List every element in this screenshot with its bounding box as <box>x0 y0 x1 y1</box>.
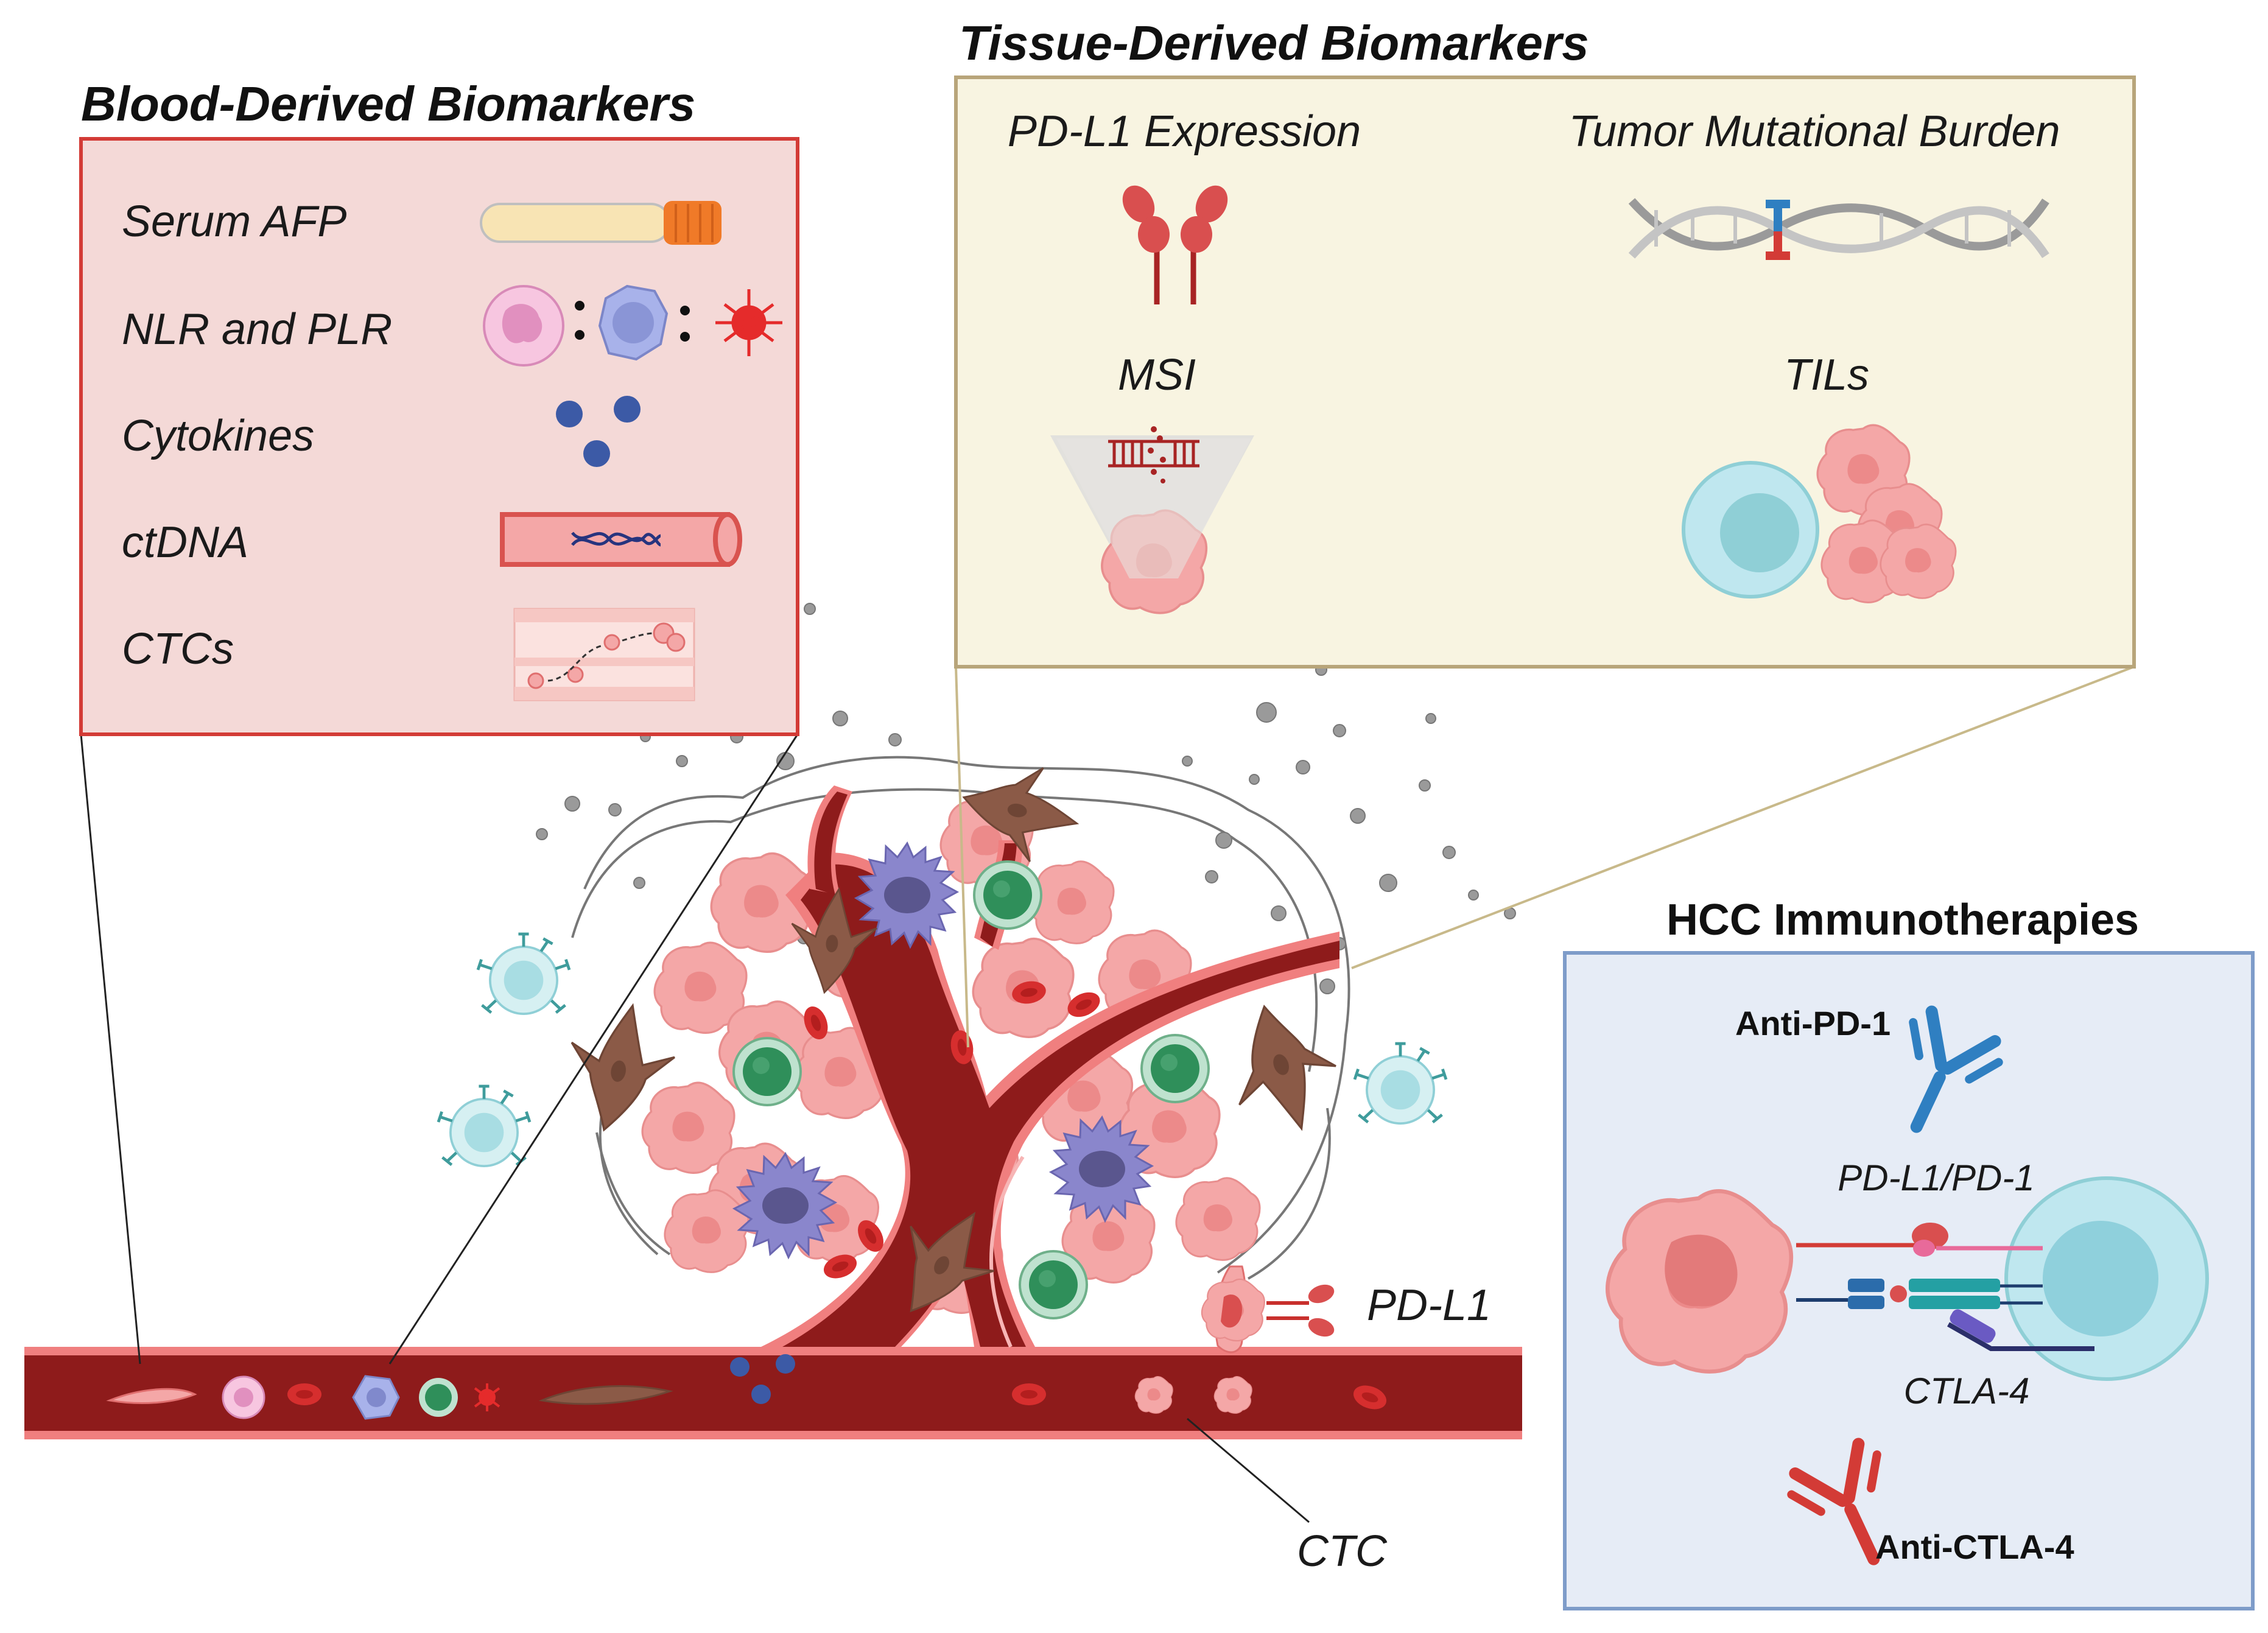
tissue-derived-panel: Tissue-Derived Biomarkers PD-L1 Expressi… <box>954 16 2136 669</box>
test-tube-icon <box>480 201 721 245</box>
tissue-item-tmb: Tumor Mutational Burden <box>1568 107 2060 156</box>
cytokines-icon <box>556 396 641 467</box>
tissue-item-pdl1-expression: PD-L1 Expression <box>1008 107 1361 156</box>
nlr-plr-cells-icon <box>483 284 782 367</box>
pdl1-pd1-label: PD-L1/PD-1 <box>1838 1157 2034 1198</box>
tumor-microenvironment: PD-L1 CTC <box>24 603 1522 1576</box>
ctcs-vessel-icon <box>513 608 695 701</box>
tils-icon <box>1682 424 1957 603</box>
vessel-cells <box>106 1354 1252 1420</box>
tissue-item-tils: TILs <box>1784 351 1869 399</box>
anti-pd1-label: Anti-PD-1 <box>1735 1004 1891 1042</box>
anti-pd1-antibody-icon <box>1909 1005 2003 1133</box>
pdl1-receptor-icon <box>1122 185 1228 304</box>
blood-item-ctdna: ctDNA <box>122 518 248 567</box>
dna-mutation-icon <box>1628 198 2049 260</box>
blood-derived-panel: Blood-Derived Biomarkers Serum AFP NLR a… <box>79 77 799 736</box>
immunotherapy-panel: HCC Immunotherapies Anti-PD-1 PD-L1/PD-1 <box>1563 896 2255 1610</box>
blood-panel-title: Blood-Derived Biomarkers <box>81 77 695 131</box>
tumor-tcell-interaction-icon <box>1607 1176 2209 1381</box>
ctc-extravasating: PD-L1 <box>1201 1265 1491 1354</box>
msi-tissue-icon <box>1050 426 1254 614</box>
ctc-pointer-line <box>1187 1417 1310 1523</box>
ctc-scene-label: CTC <box>1297 1527 1388 1576</box>
pdl1-scene-label: PD-L1 <box>1367 1281 1491 1330</box>
ctdna-vessel-icon <box>500 512 742 567</box>
therapy-panel-title: HCC Immunotherapies <box>1666 896 2139 944</box>
blood-item-ctcs: CTCs <box>122 625 234 673</box>
blood-item-serum-afp: Serum AFP <box>122 197 346 246</box>
ctla4-label: CTLA-4 <box>1904 1371 2030 1411</box>
blood-item-nlr-plr: NLR and PLR <box>122 305 392 354</box>
callout-lines <box>80 665 2135 1364</box>
tissue-panel-title: Tissue-Derived Biomarkers <box>959 16 1589 70</box>
blood-vessel <box>24 785 1522 1439</box>
anti-ctla4-label: Anti-CTLA-4 <box>1875 1528 2074 1566</box>
tissue-item-msi: MSI <box>1118 351 1196 399</box>
anti-ctla4-antibody-icon <box>1787 1438 1881 1565</box>
blood-item-cytokines: Cytokines <box>122 412 314 460</box>
